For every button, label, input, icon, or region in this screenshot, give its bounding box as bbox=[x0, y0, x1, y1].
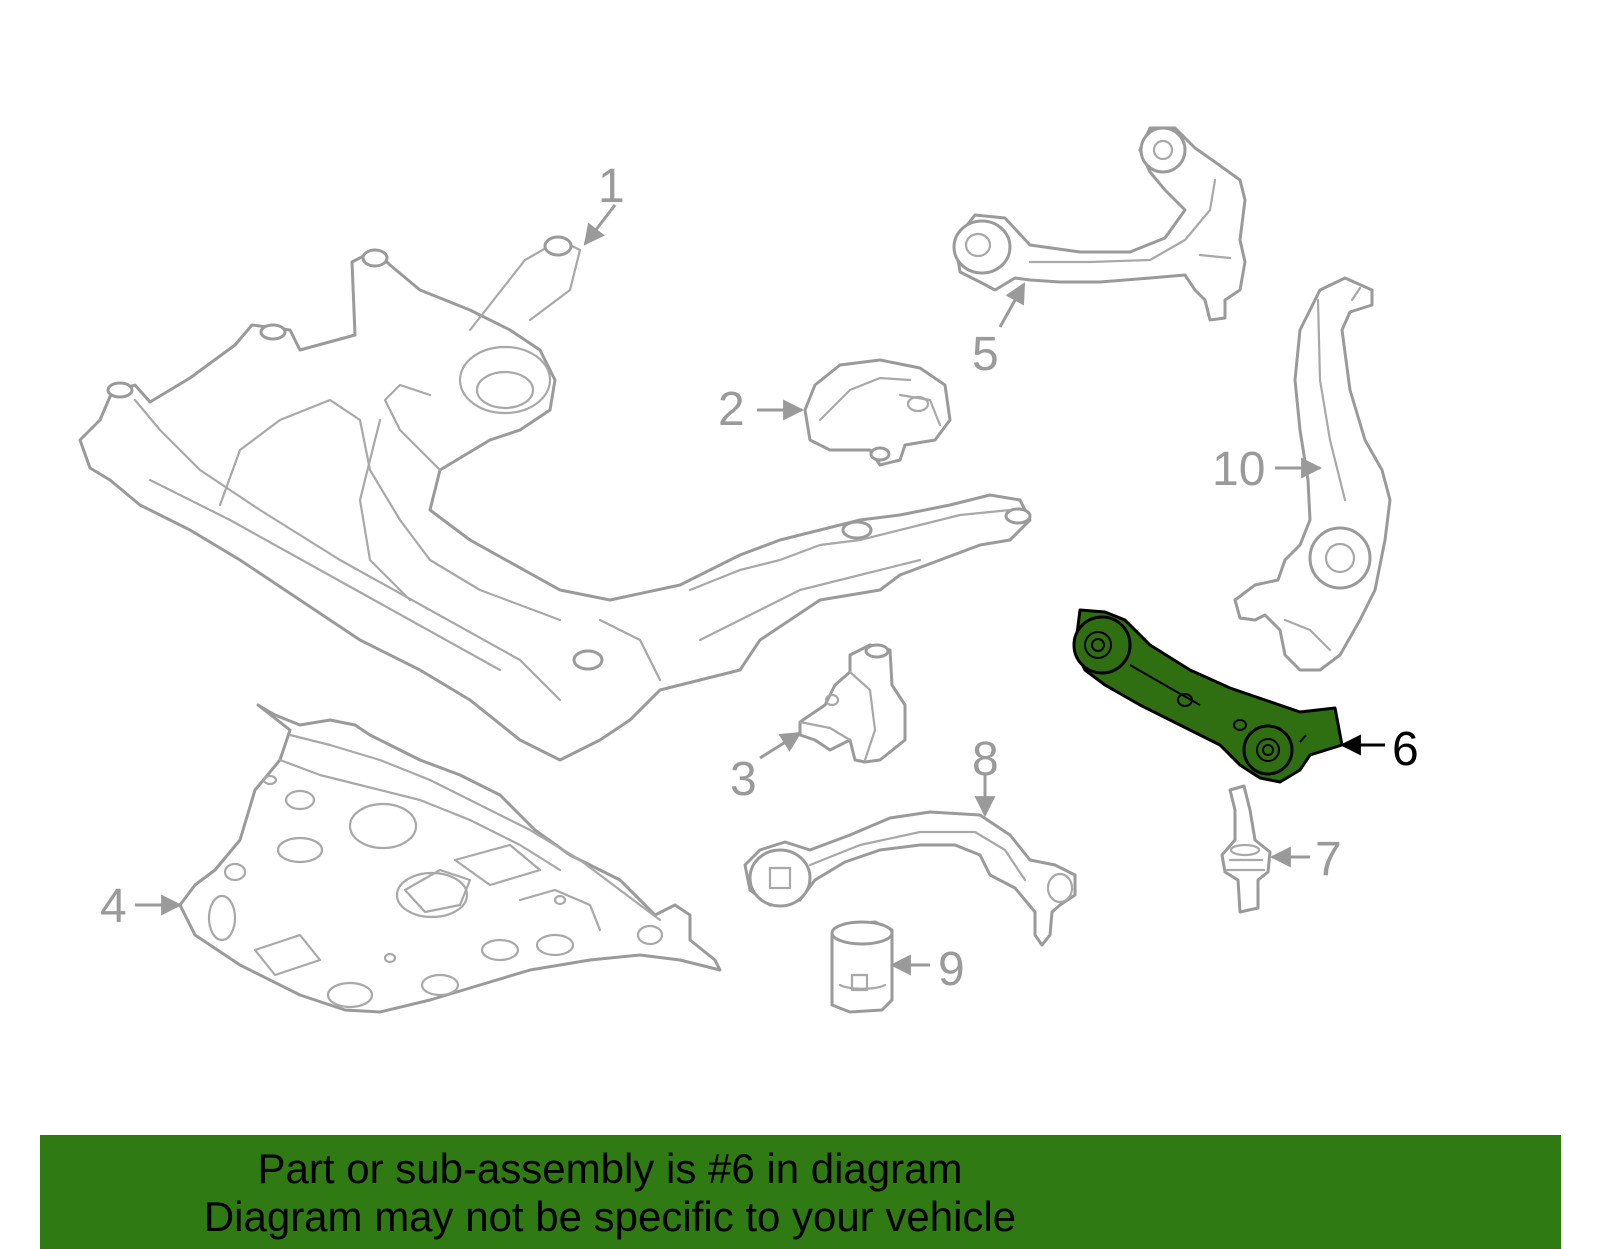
banner-line-1: Part or sub-assembly is #6 in diagram bbox=[257, 1145, 963, 1192]
parts-diagram: 1 2 3 4 5 6 7 8 9 10 bbox=[78, 126, 1419, 1014]
callout-9: 9 bbox=[938, 943, 965, 996]
leader-lines bbox=[135, 204, 1385, 976]
part-2-bracket bbox=[803, 358, 952, 467]
callout-3: 3 bbox=[730, 753, 757, 806]
part-7-ball-joint bbox=[1220, 784, 1272, 914]
callout-5: 5 bbox=[972, 328, 999, 381]
callout-4: 4 bbox=[100, 880, 127, 933]
callout-8: 8 bbox=[972, 733, 999, 786]
part-8-control-arm bbox=[743, 810, 1077, 947]
part-4-shield bbox=[178, 703, 722, 1014]
part-3-mount bbox=[798, 643, 907, 764]
info-banner: Part or sub-assembly is #6 in diagram Di… bbox=[40, 1135, 1561, 1249]
callout-7: 7 bbox=[1315, 833, 1342, 886]
part-6-control-arm-highlighted bbox=[1072, 608, 1344, 784]
callout-2: 2 bbox=[718, 383, 745, 436]
part-5-upper-arm bbox=[952, 126, 1247, 322]
callout-10: 10 bbox=[1212, 443, 1265, 496]
banner-line-2: Diagram may not be specific to your vehi… bbox=[203, 1193, 1017, 1240]
part-9-bushing bbox=[830, 920, 894, 1014]
part-1-subframe bbox=[78, 235, 1032, 762]
callout-labels: 1 2 3 4 5 6 7 8 9 10 bbox=[100, 160, 1419, 996]
callout-1: 1 bbox=[598, 160, 625, 213]
callout-6: 6 bbox=[1392, 723, 1419, 776]
